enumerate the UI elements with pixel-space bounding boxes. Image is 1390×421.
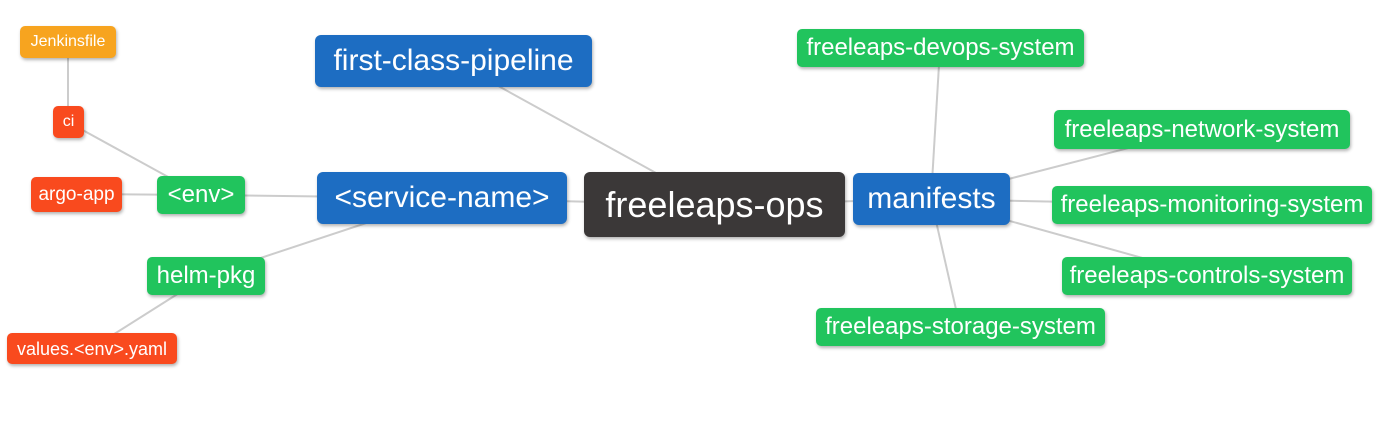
node-freeleaps-controls-system[interactable]: freeleaps-controls-system: [1062, 257, 1352, 295]
node-argo-app[interactable]: argo-app: [31, 177, 122, 212]
node-service-name[interactable]: <service-name>: [317, 172, 567, 224]
node-values-env-yaml[interactable]: values.<env>.yaml: [7, 333, 177, 364]
node-ci[interactable]: ci: [53, 106, 84, 138]
node-freeleaps-ops-root[interactable]: freeleaps-ops: [584, 172, 845, 237]
node-manifests[interactable]: manifests: [853, 173, 1010, 225]
node-freeleaps-network-system[interactable]: freeleaps-network-system: [1054, 110, 1350, 149]
node-first-class-pipeline[interactable]: first-class-pipeline: [315, 35, 592, 87]
node-freeleaps-storage-system[interactable]: freeleaps-storage-system: [816, 308, 1105, 346]
node-freeleaps-devops-system[interactable]: freeleaps-devops-system: [797, 29, 1084, 67]
node-jenkinsfile[interactable]: Jenkinsfile: [20, 26, 116, 58]
node-env[interactable]: <env>: [157, 176, 245, 214]
node-freeleaps-monitoring-system[interactable]: freeleaps-monitoring-system: [1052, 186, 1372, 224]
node-helm-pkg[interactable]: helm-pkg: [147, 257, 265, 295]
